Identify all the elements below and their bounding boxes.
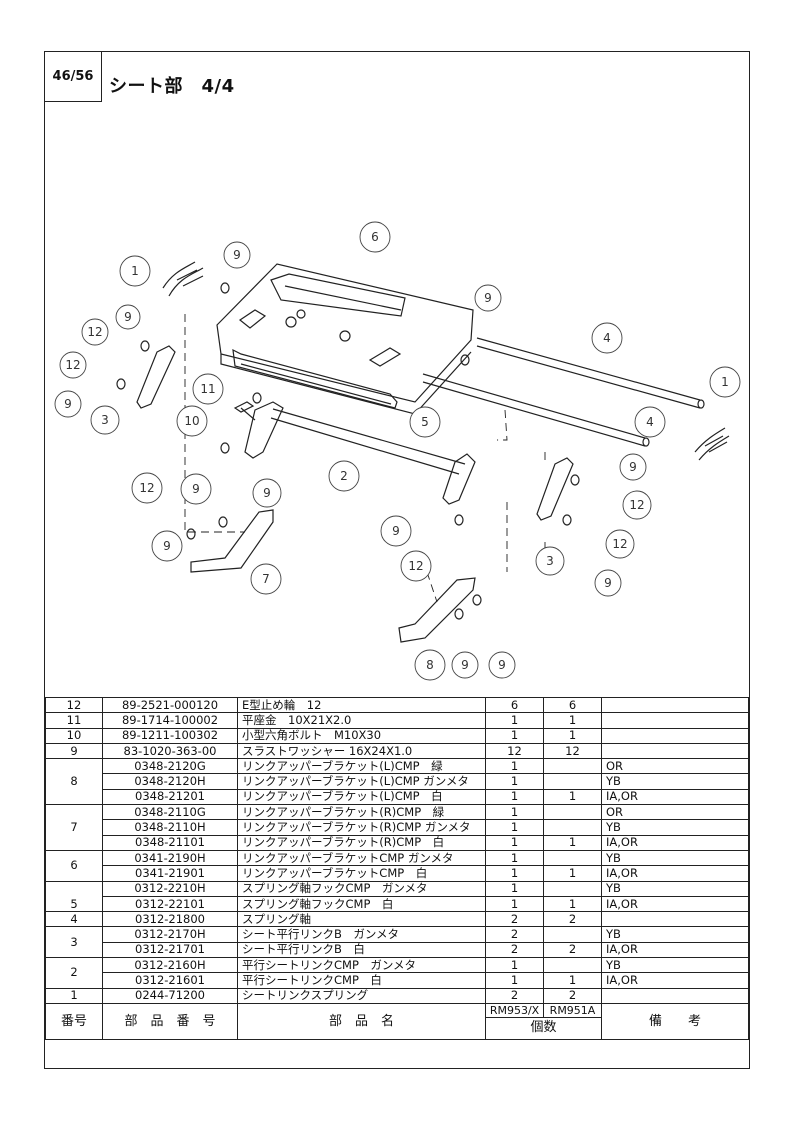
callout-label: 2 xyxy=(340,469,348,483)
header-part-no: 部 品 番 号 xyxy=(102,1002,238,1040)
callout-label: 6 xyxy=(371,230,379,244)
callout-label: 7 xyxy=(262,572,270,586)
callout-label: 12 xyxy=(87,325,102,339)
link-upper-bracket-r-part xyxy=(190,509,274,573)
callout-label: 3 xyxy=(546,554,554,568)
link-spring-part xyxy=(162,261,204,297)
callout-label: 3 xyxy=(101,413,109,427)
callout-label: 9 xyxy=(192,482,200,496)
callout-label: 9 xyxy=(461,658,469,672)
callout-label: 9 xyxy=(498,658,506,672)
link-upper-bracket-l-part xyxy=(398,577,476,643)
callout-label: 1 xyxy=(131,264,139,278)
header-qty-model-2: RM951A xyxy=(549,1004,596,1018)
header-remarks: 備 考 xyxy=(601,1002,749,1040)
callout-label: 12 xyxy=(629,498,644,512)
page-title: シート部 4/4 xyxy=(109,76,235,97)
page-number: 46/56 xyxy=(45,52,102,102)
header-qty: 個数 xyxy=(530,1020,557,1036)
svg-text:9: 9 xyxy=(163,539,171,553)
svg-text:12: 12 xyxy=(408,559,423,573)
header-name: 部 品 名 xyxy=(237,1002,486,1040)
callout-label: 9 xyxy=(263,486,271,500)
callout-label: 4 xyxy=(646,415,654,429)
callout-label: 10 xyxy=(184,414,199,428)
callout-label: 12 xyxy=(139,481,154,495)
callout-label: 12 xyxy=(65,358,80,372)
callout-label: 5 xyxy=(421,415,429,429)
spring-shaft-part xyxy=(476,337,701,409)
callout-label: 9 xyxy=(64,397,72,411)
parallel-seat-link-part xyxy=(270,408,466,475)
callout-label: 11 xyxy=(200,382,215,396)
callout-label: 9 xyxy=(392,524,400,538)
callout-label: 1 xyxy=(721,375,729,389)
callout-label: 9 xyxy=(233,248,241,262)
callout-label: 8 xyxy=(426,658,434,672)
svg-text:9: 9 xyxy=(629,460,637,474)
svg-text:9: 9 xyxy=(484,291,492,305)
header-no: 番号 xyxy=(45,1002,103,1040)
callout-label: 9 xyxy=(124,310,132,324)
table-header-row: 番号 部 品 番 号 部 品 名 RM953/X RM951A 個数 備 考 xyxy=(45,1002,749,1040)
page-frame: 46/56 シート部 4/4 xyxy=(44,51,750,1069)
exploded-parts-diagram: 6 9 1 9 12 12 9 4 1 4 11 10 5 3 2 12 9 9… xyxy=(54,221,741,681)
callout-label: 9 xyxy=(604,576,612,590)
callout-label: 12 xyxy=(612,537,627,551)
callout-label: 4 xyxy=(603,331,611,345)
spring-shaft-hook-part xyxy=(232,348,398,409)
header-qty-model-1: RM953/X xyxy=(487,1004,544,1018)
seat-parallel-link-part xyxy=(136,345,176,409)
